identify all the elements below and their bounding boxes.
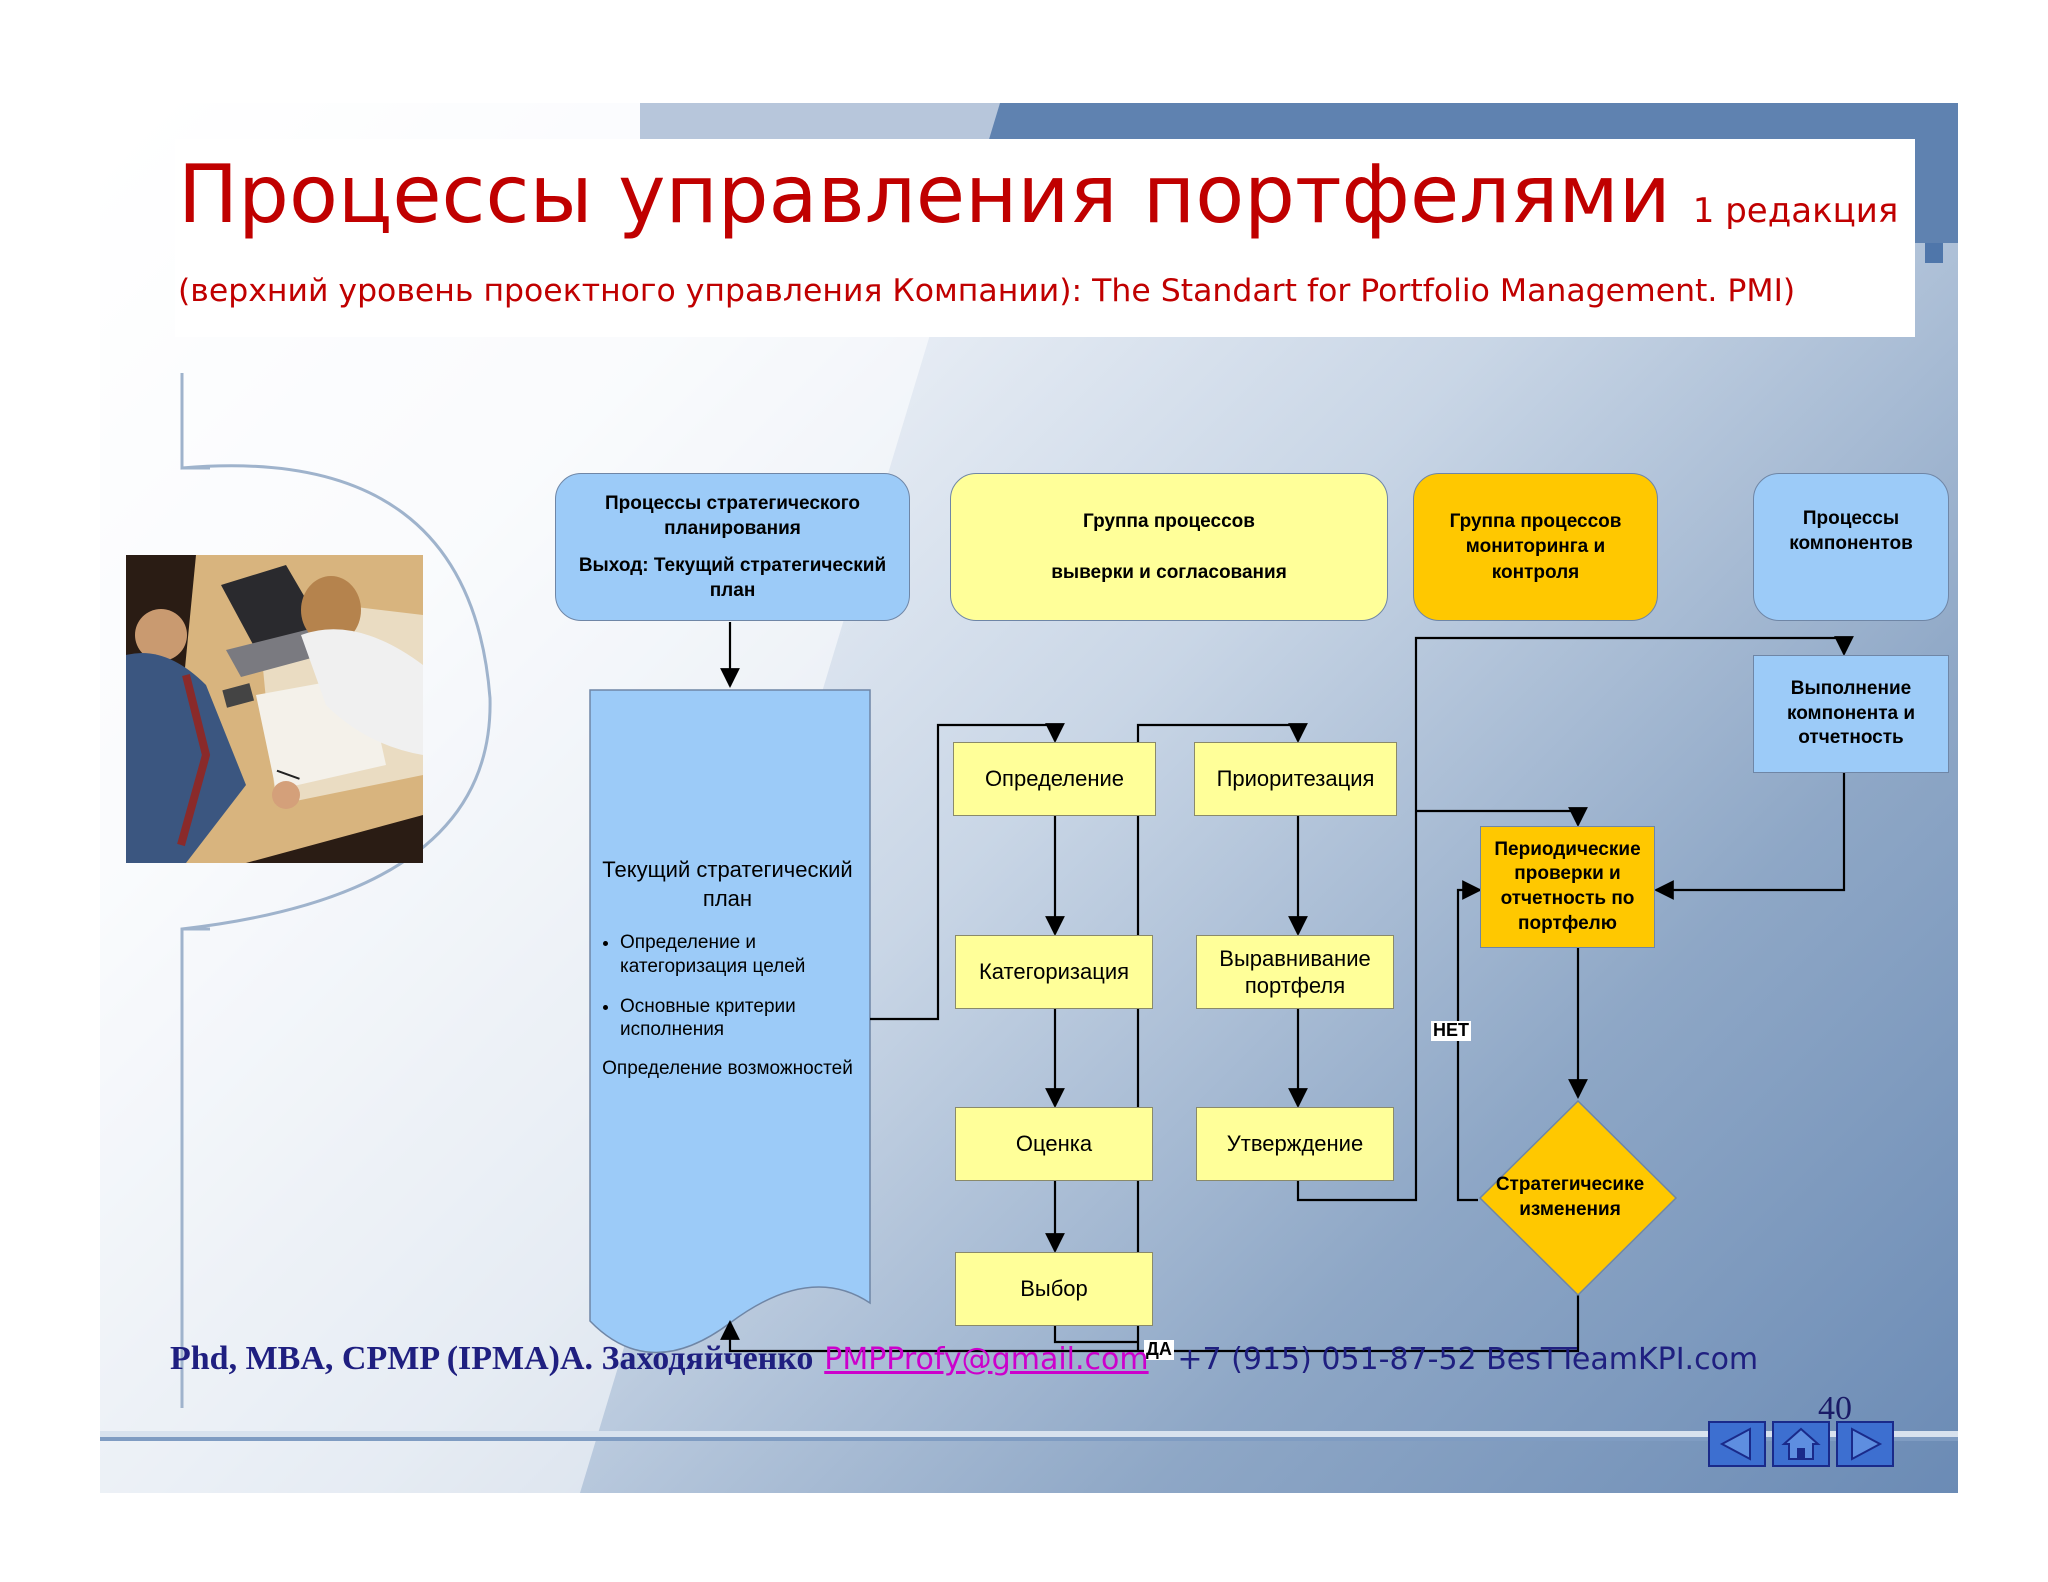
step-approval: Утверждение [1196, 1107, 1394, 1181]
strategic-plan-title: Текущий стратегический план [602, 857, 853, 911]
home-icon [1781, 1427, 1821, 1460]
step-component-execution: Выполнение компонента и отчетность [1753, 655, 1949, 773]
strategic-plan-footer: Определение возможностей [602, 1058, 853, 1080]
list-item: Основные критерии исполнения [620, 995, 865, 1043]
strategic-changes-decision [1478, 1099, 1678, 1297]
strategic-group-title: Процессы стратегического планирования [604, 492, 861, 539]
flowchart-connectors [589, 622, 1854, 1354]
alignment-group-title: Группа процессов [1083, 510, 1255, 532]
page-number: 40 [1818, 1390, 1852, 1427]
footer: Phd, MBA, CPMP (IPMA)А. Заходяйченко PMP… [170, 1338, 1758, 1378]
footer-author: Phd, MBA, CPMP (IPMA)А. Заходяйченко [170, 1340, 814, 1377]
title-text: Процессы управления портфелями [178, 148, 1671, 241]
step-evaluation: Оценка [955, 1107, 1153, 1181]
title-panel [175, 139, 1915, 337]
group-monitoring-control: Группа процессов мониторинга и контроля [1413, 473, 1658, 621]
next-slide-button[interactable] [1836, 1421, 1894, 1467]
step-definition: Определение [953, 742, 1156, 816]
footer-phone: +7 (915) 051-87-52 BesTTeamKPI.com [1177, 1342, 1759, 1377]
strategic-changes-label: Стратегичесике изменения [1495, 1174, 1645, 1220]
list-item: Определение и категоризация целей [620, 931, 865, 979]
home-slide-button[interactable] [1772, 1421, 1830, 1467]
next-icon [1851, 1427, 1883, 1461]
office-photo [126, 555, 423, 863]
title-edition: 1 редакция [1692, 191, 1899, 231]
group-alignment: Группа процессов выверки и согласования [950, 473, 1388, 621]
strategic-plan-content: Текущий стратегический план Определение … [590, 856, 865, 1080]
no-label: НЕТ [1431, 1020, 1471, 1041]
step-selection: Выбор [955, 1252, 1153, 1326]
yes-label: ДА [1144, 1339, 1174, 1360]
step-prioritization: Приоритезация [1194, 742, 1397, 816]
prev-icon [1719, 1427, 1751, 1461]
step-portfolio-balancing: Выравнивание портфеля [1196, 935, 1394, 1009]
alignment-group-subtitle: выверки и согласования [1051, 562, 1287, 583]
strategic-group-output: Выход: Текущий стратегический план [578, 555, 887, 602]
strategic-plan-bullets: Определение и категоризация целей Основн… [590, 931, 865, 1042]
prev-slide-button[interactable] [1708, 1421, 1766, 1467]
step-periodic-review: Периодические проверки и отчетность по п… [1480, 826, 1655, 948]
group-components: Процессы компонентов [1753, 473, 1949, 621]
footer-email-link[interactable]: PMPProfy@gmail.com [824, 1342, 1149, 1377]
page-subtitle: (верхний уровень проектного управления К… [178, 273, 1796, 309]
step-categorization: Категоризация [955, 935, 1153, 1009]
